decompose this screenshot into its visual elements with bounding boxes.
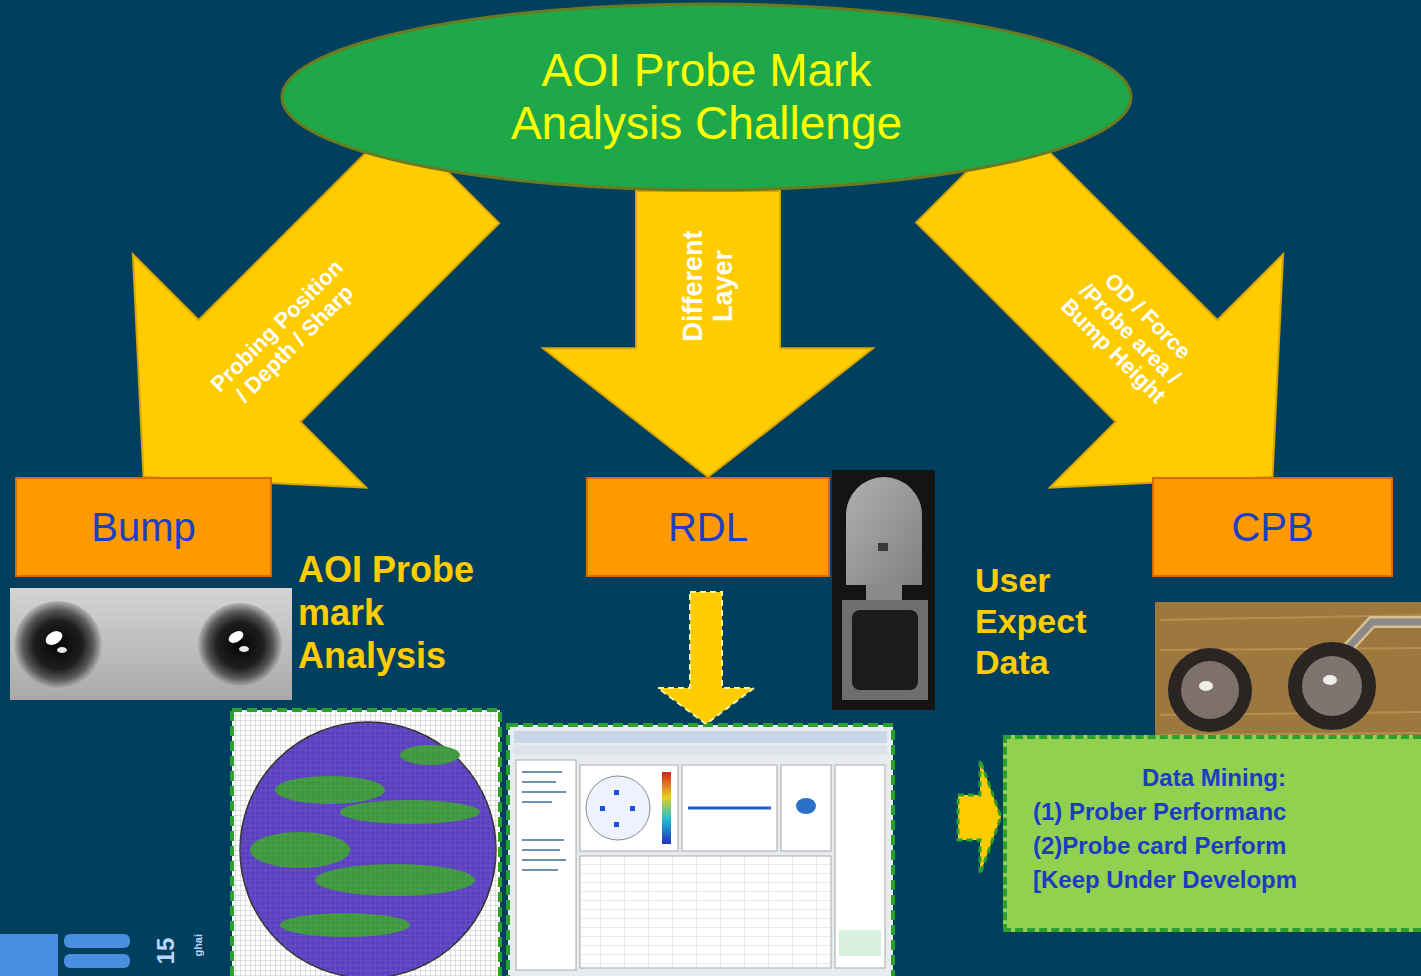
status-box (839, 930, 881, 956)
mark-blob (796, 798, 816, 814)
arrow-label: OD / Force /Probe area / Bump Height (1041, 245, 1219, 423)
box-text: (2)Probe card Perform (1007, 829, 1421, 863)
bump-top (1181, 661, 1239, 719)
dashed-frame (508, 725, 893, 976)
box-heading: Data Mining: (1007, 761, 1421, 795)
site-dot (630, 806, 635, 811)
tool-bar (514, 745, 887, 755)
logo-shape (64, 954, 130, 968)
table-grid (580, 856, 831, 968)
map-panel (580, 765, 678, 851)
surface-texture (1160, 615, 1421, 735)
probe-mark (239, 646, 249, 652)
wafer-disc (240, 722, 496, 976)
site-dot (614, 822, 619, 827)
probe-mark (43, 628, 65, 647)
bump-pit (198, 603, 282, 687)
ellipse-shape (282, 4, 1131, 190)
bump-ring (1288, 642, 1376, 730)
bump-pit (14, 601, 102, 689)
wafer-outline (586, 776, 650, 840)
probe-mark (1323, 675, 1337, 685)
box-text: CPB (1231, 504, 1313, 550)
result-box: Data Mining:(1) Prober Performanc(2)Prob… (1003, 735, 1421, 932)
block-arrow (916, 121, 1283, 488)
bump-ring (1168, 648, 1252, 732)
site-dot (600, 806, 605, 811)
probe-mark (1199, 681, 1213, 691)
title-bar (514, 731, 887, 743)
section-label: AOI Probe mark Analysis (298, 548, 513, 678)
block-arrow (133, 121, 499, 487)
property-panel (835, 765, 885, 968)
box-text: AOI Probe Mark Analysis Challenge (482, 44, 932, 150)
bump-photo (10, 588, 292, 700)
map-ground (232, 710, 500, 976)
bump-top (1302, 656, 1362, 716)
block-arrow (543, 191, 873, 477)
logo-text: ghai (192, 927, 205, 957)
box-text: RDL (668, 504, 748, 550)
software-screenshot (508, 725, 893, 976)
dashed-frame (232, 710, 500, 976)
logo-shape (64, 934, 130, 948)
result-table (580, 856, 831, 968)
flow-arrow (958, 760, 1001, 874)
logo-text: 15 (152, 924, 181, 964)
category-box: Bump (15, 477, 272, 577)
photo-ground (10, 588, 292, 700)
rdl-opening (852, 610, 918, 690)
window-ground (508, 725, 893, 976)
tree-panel (516, 760, 576, 970)
wafer-map (232, 710, 500, 976)
tree-rows (522, 772, 566, 870)
rdl-neck (866, 584, 902, 602)
site-dot (614, 790, 619, 795)
category-box: CPB (1152, 477, 1393, 577)
arrow-label: Different Layer (678, 216, 738, 356)
category-box: RDL (586, 477, 830, 577)
photo-ground (1155, 602, 1421, 742)
map-grid (240, 722, 496, 976)
flow-arrow (658, 592, 754, 724)
map-grid (232, 710, 500, 976)
cpb-photo (1155, 602, 1421, 742)
title-ellipse: AOI Probe Mark Analysis Challenge (280, 2, 1133, 192)
logo-shape (0, 934, 58, 976)
photo-ground (832, 470, 935, 710)
probe-mark (227, 629, 246, 646)
probe-mark (878, 543, 888, 551)
mark-panel (781, 765, 831, 851)
section-label: User Expect Data (975, 560, 1110, 682)
box-text: (1) Prober Performanc (1007, 795, 1421, 829)
profile-panel (682, 765, 777, 851)
box-text: Bump (91, 504, 196, 550)
color-bar (662, 772, 671, 844)
probe-mark (57, 647, 67, 653)
rdl-photo (832, 470, 935, 710)
conference-logo (0, 934, 130, 976)
box-text: [Keep Under Developm (1007, 863, 1421, 897)
profile-line (688, 807, 771, 810)
rdl-pad (846, 477, 922, 585)
arrow-label: Probing Position / Depth / Sharp (205, 255, 366, 416)
rdl-pad (842, 600, 928, 700)
